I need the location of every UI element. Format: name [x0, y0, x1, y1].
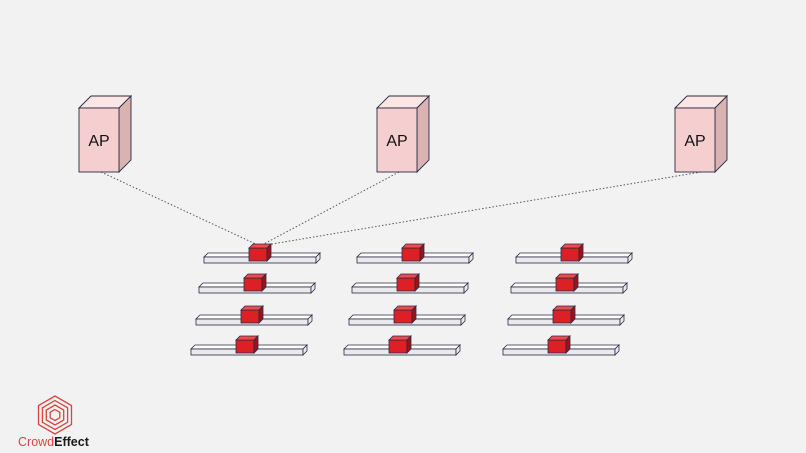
client-device	[240, 305, 264, 324]
workstation	[348, 305, 466, 326]
access-point: AP	[673, 94, 729, 174]
client-device	[393, 305, 417, 324]
connection-line	[100, 171, 261, 247]
hexagon-logo-icon	[37, 395, 73, 435]
connection-lines	[100, 171, 702, 247]
workstation	[515, 243, 633, 264]
brand-name: CrowdEffect	[18, 435, 90, 449]
workstation	[203, 243, 321, 264]
workstation	[343, 335, 461, 356]
client-device	[552, 305, 576, 324]
workstation	[507, 305, 625, 326]
access-point-label: AP	[88, 133, 109, 150]
workstation	[356, 243, 474, 264]
workstation	[195, 305, 313, 326]
access-point-label: AP	[386, 133, 407, 150]
client-device	[235, 335, 259, 354]
client-device	[547, 335, 571, 354]
client-device	[388, 335, 412, 354]
client-device	[248, 243, 272, 262]
desk-grid	[190, 243, 633, 356]
access-point: AP	[375, 94, 431, 174]
access-points: AP AP AP	[77, 94, 729, 174]
workstation	[351, 273, 469, 294]
connection-line	[259, 171, 400, 247]
workstation	[502, 335, 620, 356]
brand-name-effect: Effect	[54, 435, 90, 449]
workstation	[198, 273, 316, 294]
client-device	[560, 243, 584, 262]
client-device	[396, 273, 420, 292]
brand-logo: CrowdEffect	[18, 395, 90, 449]
connection-line	[259, 171, 702, 247]
client-device	[401, 243, 425, 262]
brand-name-crowd: Crowd	[18, 435, 54, 449]
workstation	[190, 335, 308, 356]
access-point: AP	[77, 94, 133, 174]
access-point-label: AP	[684, 133, 705, 150]
client-device	[555, 273, 579, 292]
client-device	[243, 273, 267, 292]
workstation	[510, 273, 628, 294]
